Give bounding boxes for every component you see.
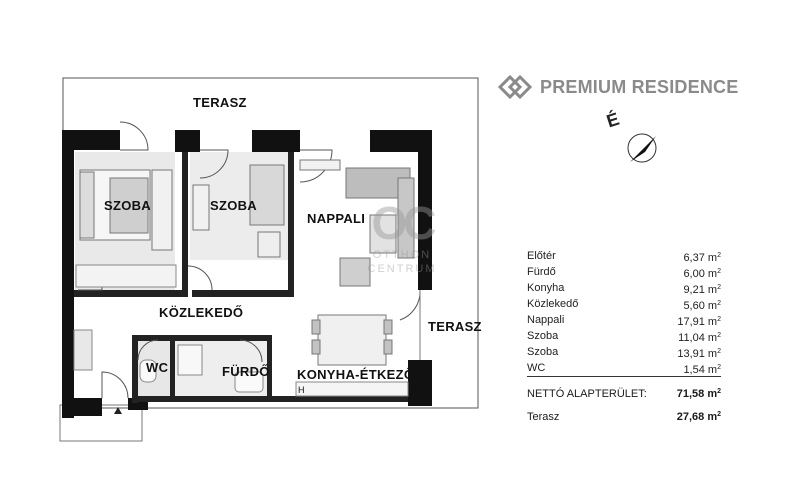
bed-left: [79, 169, 173, 251]
area-room-name: Szoba: [527, 346, 559, 358]
area-row: Konyha 9,21 m2: [527, 280, 721, 296]
net-area-label: NETTÓ ALAPTERÜLET:: [527, 388, 647, 400]
area-room-value: 13,91 m2: [677, 348, 721, 360]
net-area-value: 71,58 m2: [676, 388, 721, 400]
area-row: Szoba 13,91 m2: [527, 344, 721, 360]
bath-sink: [234, 371, 264, 393]
wc-toilet: [139, 359, 157, 383]
terrace-area-label: Terasz: [527, 411, 560, 423]
area-room-name: Közlekedő: [527, 298, 579, 310]
room-label-wc: WC: [146, 360, 169, 375]
brand-name: PREMIUM RESIDENCE: [540, 76, 739, 97]
terrace-area-value: 27,68 m2: [676, 411, 721, 423]
logo-mark-icon: [498, 74, 532, 100]
watermark-line2: CENTRUM: [367, 263, 437, 275]
area-room-name: Szoba: [527, 330, 559, 342]
room-label-bedroom-mid: SZOBA: [210, 198, 257, 213]
area-room-name: Nappali: [527, 314, 565, 326]
terrace-area-row: Terasz 27,68 m2: [527, 411, 721, 423]
room-label-corridor: KÖZLEKEDŐ: [159, 305, 244, 320]
area-room-name: Konyha: [527, 282, 565, 294]
wardrobe-left: [75, 264, 177, 288]
area-room-value: 17,91 m2: [677, 316, 721, 328]
area-room-value: 5,60 m2: [683, 300, 721, 312]
area-row: Közlekedő 5,60 m2: [527, 296, 721, 312]
area-room-name: Előtér: [527, 250, 556, 262]
corridor-cabinet: [73, 329, 93, 371]
exterior-walls: [62, 130, 432, 418]
area-room-value: 11,04 m2: [678, 332, 721, 344]
interior-walls: [74, 152, 408, 403]
watermark-line1: OTTHON: [372, 249, 432, 261]
compass-icon: [627, 133, 657, 163]
brand-logo: PREMIUM RESIDENCE: [498, 72, 738, 102]
room-label-kitchen: KONYHA-ÉTKEZŐ: [297, 367, 415, 382]
area-room-value: 6,00 m2: [683, 268, 721, 280]
room-label-living: NAPPALI: [307, 211, 366, 226]
watermark-mark: OC: [371, 197, 437, 249]
area-room-value: 9,21 m2: [683, 284, 721, 296]
area-room-name: Fürdő: [527, 266, 556, 278]
area-row: Előtér 6,37 m2: [527, 248, 721, 264]
net-area-row: NETTÓ ALAPTERÜLET: 71,58 m2: [527, 388, 721, 400]
area-room-value: 1,54 m2: [683, 364, 721, 376]
living-furniture: [299, 159, 415, 287]
room-label-terrace-right: TERASZ: [428, 319, 482, 334]
room-label-terrace-top: TERASZ: [193, 95, 247, 110]
kitchen-counter: [295, 381, 409, 397]
watermark: OC OTTHON CENTRUM: [362, 198, 442, 276]
area-row: Fürdő 6,00 m2: [527, 264, 721, 280]
area-row: Szoba 11,04 m2: [527, 328, 721, 344]
area-row: Nappali 17,91 m2: [527, 312, 721, 328]
area-row: WC 1,54 m2: [527, 360, 721, 377]
room-label-bedroom-left: SZOBA: [104, 198, 151, 213]
kitchen-mark: H: [298, 385, 305, 395]
area-room-value: 6,37 m2: [683, 252, 721, 264]
area-room-name: WC: [527, 362, 546, 374]
room-label-bathroom: FÜRDŐ: [222, 364, 270, 379]
dining-table: [311, 314, 393, 366]
bed-mid: [192, 164, 285, 258]
shower: [177, 344, 203, 376]
entrance-arrow-icon: [114, 407, 122, 414]
